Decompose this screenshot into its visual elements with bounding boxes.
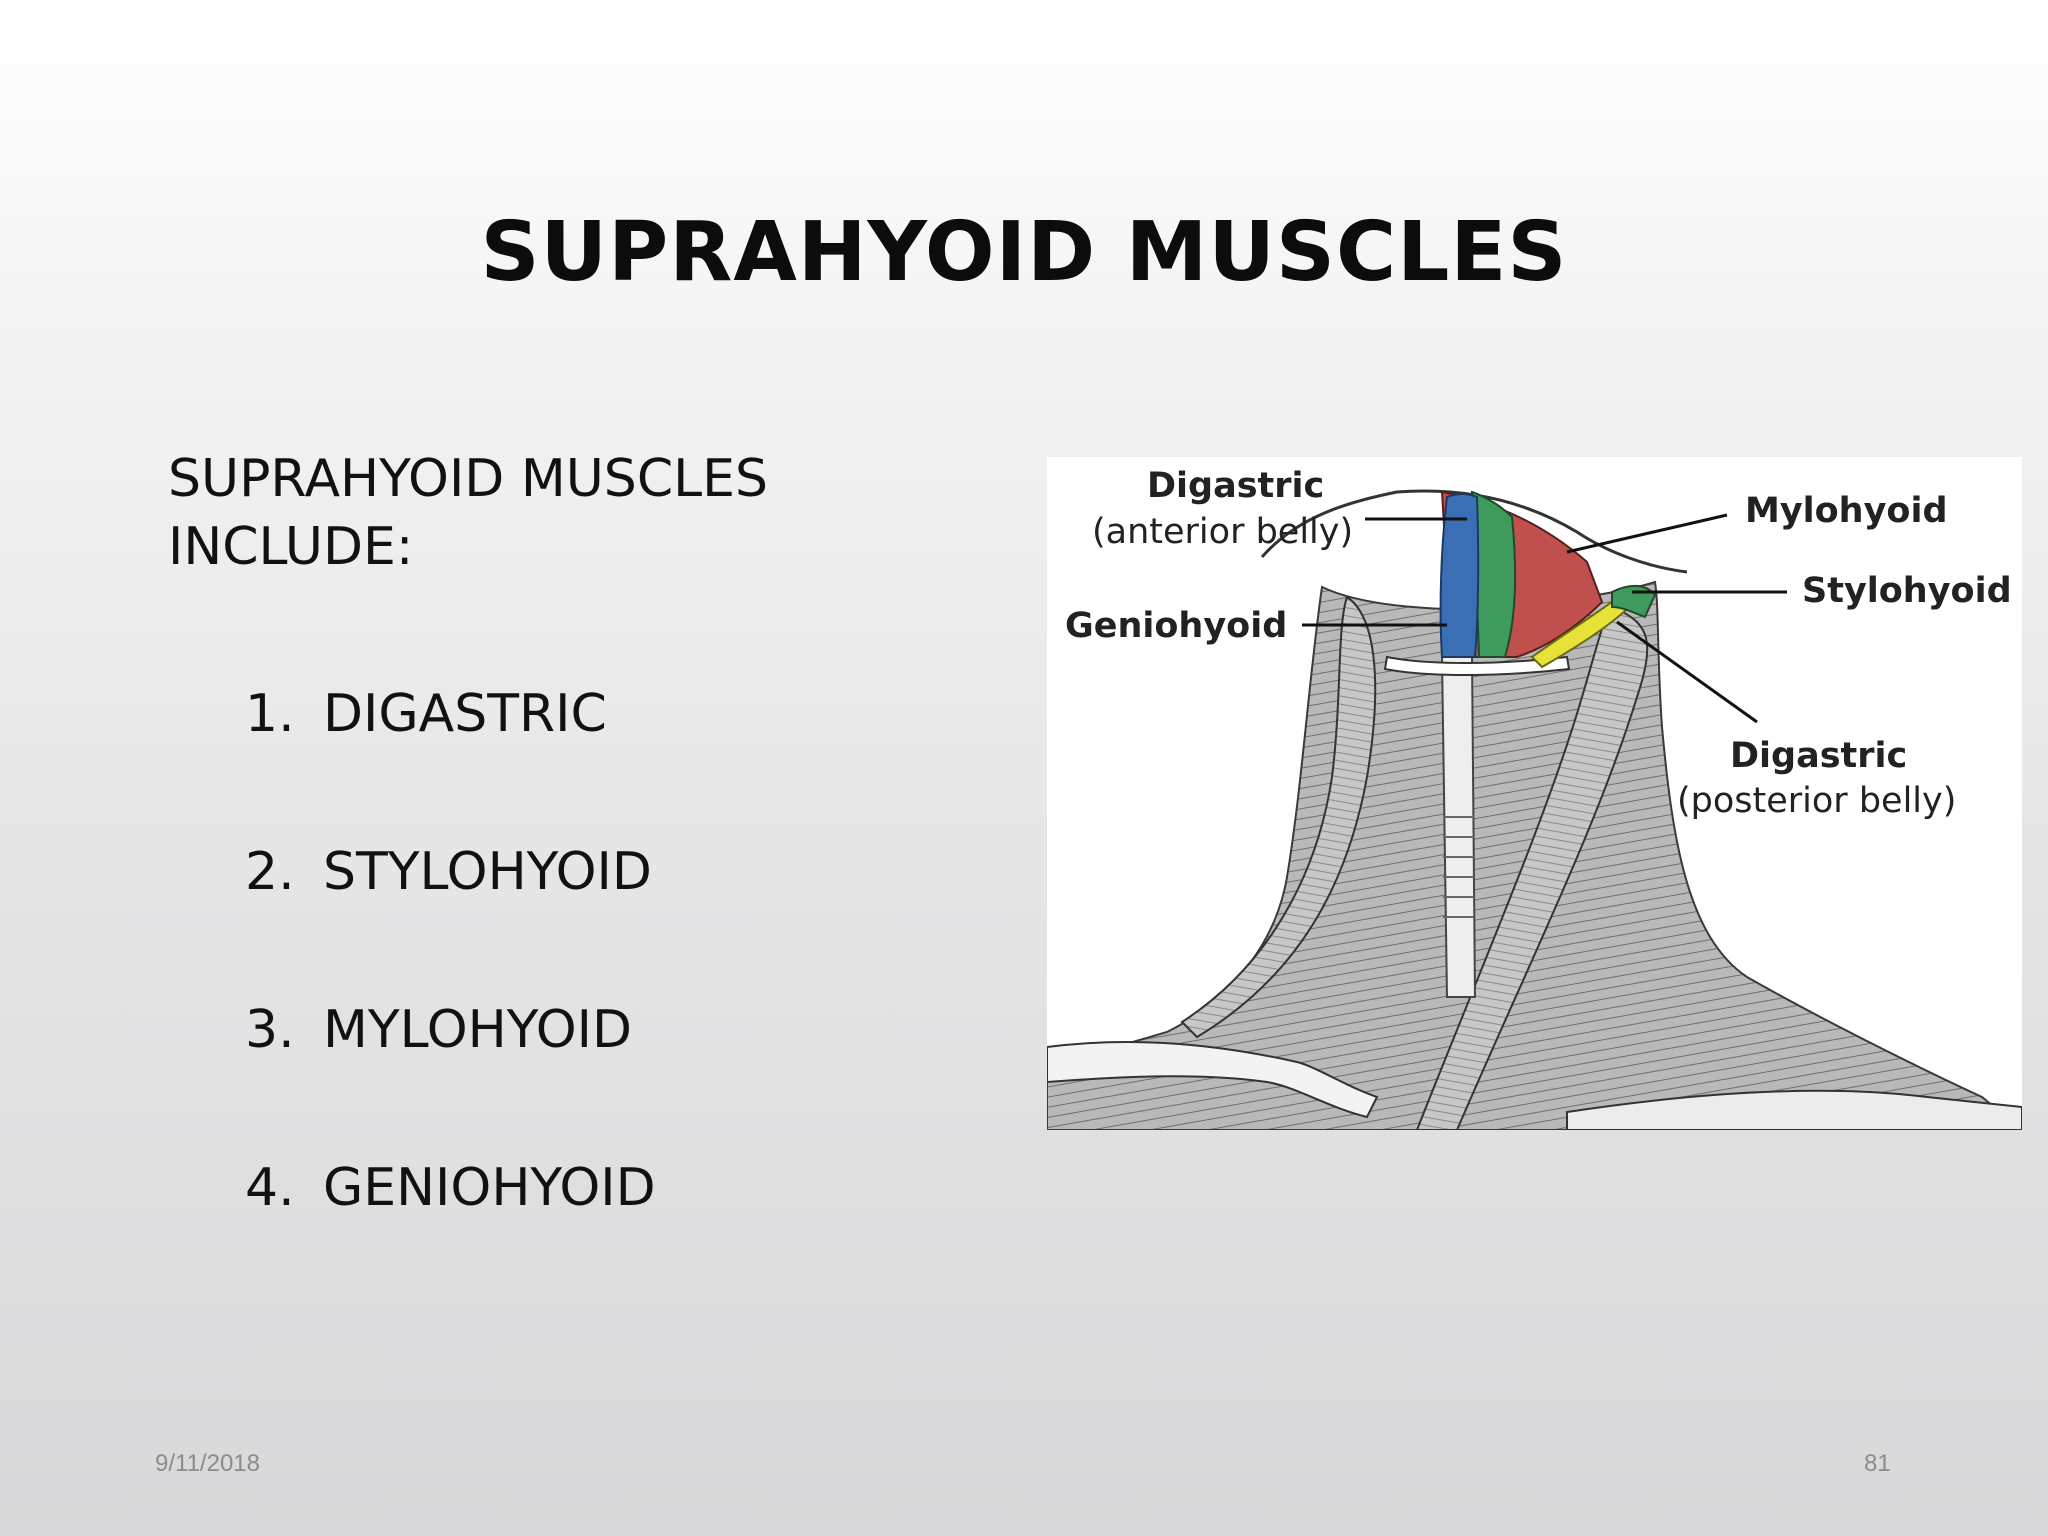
trachea-rings: [1443, 816, 1474, 918]
neck-muscle-drawing: Digastric (anterior belly) Mylohyoid Sty…: [1047, 466, 2022, 1130]
label-geniohyoid: Geniohyoid: [1065, 606, 1287, 646]
digastric-posterior-muscle: [1611, 584, 1657, 619]
list-item: 3. MYLOHYOID: [245, 996, 656, 1154]
digastric-anterior-muscle: [1439, 493, 1480, 658]
label-digastric-posterior-sub: (posterior belly): [1677, 781, 1956, 821]
list-item: 2. STYLOHYOID: [245, 838, 656, 996]
intro-text: SUPRAHYOID MUSCLES INCLUDE:: [168, 445, 888, 581]
intro-line-1: SUPRAHYOID MUSCLES: [168, 449, 768, 509]
sternocleidomastoid-right: [1415, 605, 1649, 1130]
anatomy-illustration: Digastric (anterior belly) Mylohyoid Sty…: [1047, 457, 2022, 1130]
footer-date: 9/11/2018: [155, 1450, 260, 1477]
list-item-number: 3.: [245, 1000, 295, 1060]
clavicle-left: [1047, 1041, 1379, 1119]
label-stylohyoid: Stylohyoid: [1802, 571, 2012, 611]
intro-line-2: INCLUDE:: [168, 517, 414, 577]
clavicle-right: [1566, 1089, 2022, 1130]
list-item-label: DIGASTRIC: [323, 684, 607, 744]
list-item-label: GENIOHYOID: [323, 1158, 656, 1218]
list-item-number: 1.: [245, 684, 295, 744]
list-item: 1. DIGASTRIC: [245, 680, 656, 838]
label-mylohyoid: Mylohyoid: [1745, 491, 1948, 531]
hyoid-bone: [1383, 655, 1571, 676]
label-digastric-anterior-sub: (anterior belly): [1092, 512, 1353, 552]
leader-lines: [1302, 513, 1787, 724]
list-item: 4. GENIOHYOID: [245, 1154, 656, 1312]
trachea-shape: [1440, 656, 1477, 998]
sternocleidomastoid-left: [1180, 595, 1377, 1039]
muscle-list: 1. DIGASTRIC 2. STYLOHYOID 3. MYLOHYOID 4. G…: [245, 680, 656, 1312]
label-digastric-anterior-title: Digastric: [1147, 466, 1324, 506]
list-item-label: STYLOHYOID: [323, 842, 652, 902]
list-item-label: MYLOHYOID: [323, 1000, 633, 1060]
label-digastric-posterior-title: Digastric: [1730, 736, 1907, 776]
list-item-number: 2.: [245, 842, 295, 902]
list-item-number: 4.: [245, 1158, 295, 1218]
slide-title: SUPRAHYOID MUSCLES: [480, 205, 1568, 300]
footer-page-number: 81: [1864, 1450, 1891, 1477]
